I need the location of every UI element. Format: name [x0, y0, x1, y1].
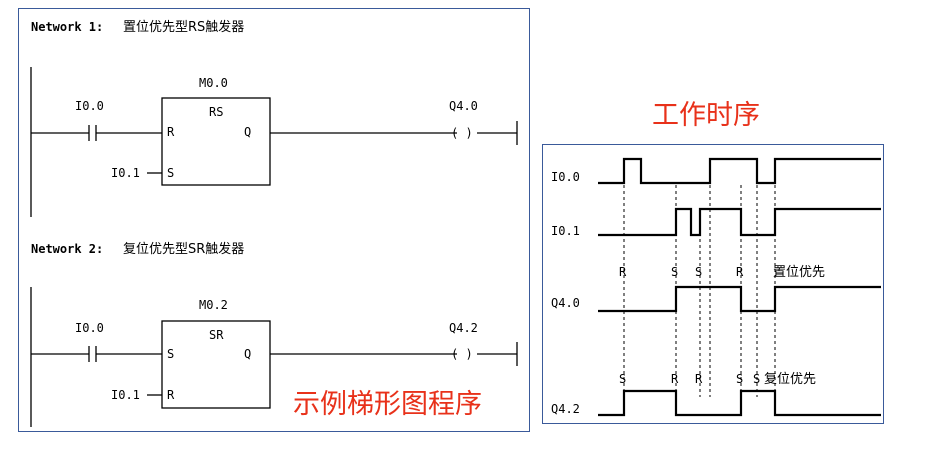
- network2-coil-label: Q4.2: [449, 321, 478, 335]
- network2-contact1-label: I0.0: [75, 321, 104, 335]
- waveform-i00: [598, 157, 881, 185]
- network1-title: 置位优先型RS触发器: [123, 19, 244, 35]
- q40-marker-s: S: [671, 265, 678, 279]
- network1-pin-q: Q: [244, 125, 251, 139]
- q42-marker-s: S: [753, 372, 760, 386]
- q42-priority-note: 复位优先: [764, 372, 816, 387]
- timing-diagram: I0.0 I0.1 Q4.0 Q4.2 R S S R 置位优先 S R R S…: [551, 157, 881, 417]
- signal-label-i01: I0.1: [551, 224, 580, 238]
- network1-pin-s: S: [167, 166, 174, 180]
- timing-diagram-panel: I0.0 I0.1 Q4.0 Q4.2 R S S R 置位优先 S R R S…: [542, 144, 884, 424]
- waveform-i01: [598, 207, 881, 237]
- network2-block-type: SR: [209, 328, 224, 342]
- q40-priority-note: 置位优先: [773, 265, 825, 280]
- network1-pin-r: R: [167, 125, 175, 139]
- network2-contact-i00[interactable]: [88, 346, 97, 362]
- network1-bit-label: M0.0: [199, 76, 228, 90]
- network1-coil-q40[interactable]: ( ): [451, 126, 473, 140]
- network1-contact1-label: I0.0: [75, 99, 104, 113]
- q42-marker-r: R: [671, 372, 679, 386]
- timing-title-layer: 工作时序: [652, 100, 760, 131]
- waveform-q42: [598, 389, 881, 417]
- waveform-q40: [598, 285, 881, 313]
- q40-marker-r: R: [736, 265, 744, 279]
- network2-pin-r: R: [167, 388, 175, 402]
- network2-header: Network 2:: [31, 242, 103, 256]
- network1-rs-block[interactable]: [161, 97, 271, 186]
- q40-marker-r: R: [619, 265, 627, 279]
- q42-marker-s: S: [619, 372, 626, 386]
- network1-contact2-label: I0.1: [111, 166, 140, 180]
- network2-coil-q42[interactable]: ( ): [451, 347, 473, 361]
- network1-block-type: RS: [209, 105, 223, 119]
- ladder-caption: 示例梯形图程序: [293, 389, 482, 420]
- ladder-diagram: Network 1: 置位优先型RS触发器 I0.0 M0.0 RS R S Q…: [30, 19, 518, 427]
- network2-sr-block[interactable]: [161, 320, 271, 409]
- network2-pin-s: S: [167, 347, 174, 361]
- timing-guide-lines: [623, 185, 776, 397]
- q40-marker-s: S: [695, 265, 702, 279]
- network2-contact2-label: I0.1: [111, 388, 140, 402]
- ladder-diagram-panel: Network 1: 置位优先型RS触发器 I0.0 M0.0 RS R S Q…: [18, 8, 530, 432]
- signal-label-i00: I0.0: [551, 170, 580, 184]
- network1-header: Network 1:: [31, 20, 103, 34]
- signal-label-q40: Q4.0: [551, 296, 580, 310]
- timing-title: 工作时序: [652, 100, 760, 131]
- network2-bit-label: M0.2: [199, 298, 228, 312]
- q42-marker-r: R: [695, 372, 703, 386]
- signal-label-q42: Q4.2: [551, 402, 580, 416]
- q42-marker-s: S: [736, 372, 743, 386]
- network1-coil-label: Q4.0: [449, 99, 478, 113]
- network2-title: 复位优先型SR触发器: [123, 241, 244, 257]
- network2-pin-q: Q: [244, 347, 251, 361]
